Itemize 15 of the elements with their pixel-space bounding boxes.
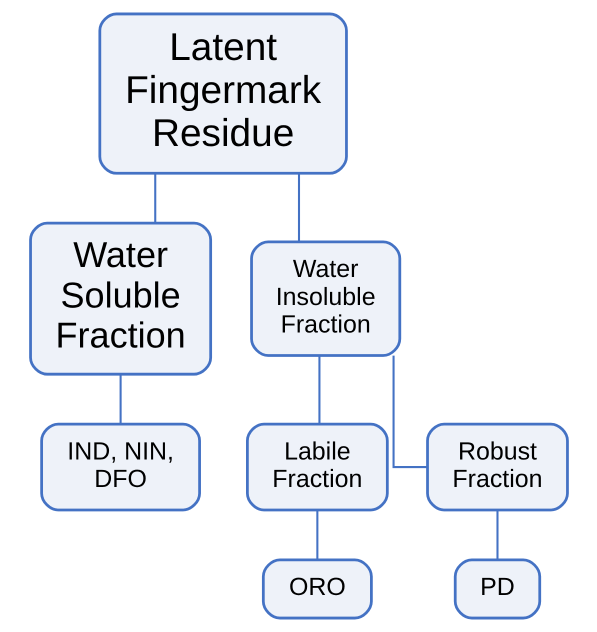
connector bbox=[318, 356, 320, 424]
connector bbox=[154, 173, 156, 223]
node-box: Labile Fraction bbox=[246, 422, 388, 512]
node-box: ORO bbox=[261, 558, 372, 620]
node-box: Water Insoluble Fraction bbox=[250, 240, 401, 357]
connector bbox=[392, 356, 427, 468]
connector bbox=[119, 374, 122, 424]
node-box: PD bbox=[453, 558, 541, 620]
connector bbox=[496, 510, 498, 560]
connector bbox=[297, 173, 300, 242]
connector bbox=[316, 510, 318, 560]
node-box: IND, NIN, DFO bbox=[40, 422, 200, 512]
node-box: Robust Fraction bbox=[426, 422, 568, 512]
node-box: Latent Fingermark Residue bbox=[98, 12, 348, 175]
node-box: Water Soluble Fraction bbox=[28, 222, 212, 376]
